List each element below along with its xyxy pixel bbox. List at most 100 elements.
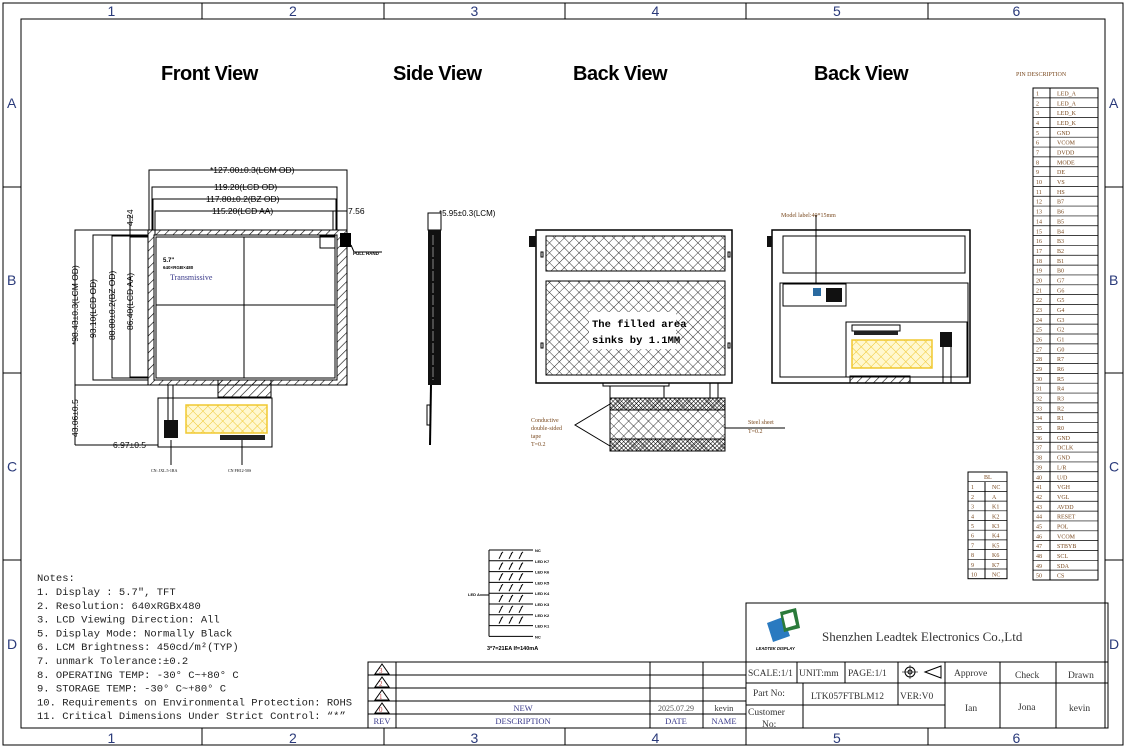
pin-signal: GND bbox=[1057, 131, 1071, 137]
pin-number: 49 bbox=[1036, 564, 1042, 570]
steel-label-2: T=0.2 bbox=[748, 429, 763, 435]
revision-triangle-icon bbox=[374, 689, 390, 701]
note-item: 5. Display Mode: Normally Black bbox=[37, 628, 232, 640]
pin-signal: G0 bbox=[1057, 347, 1064, 353]
led-output-label: LED K6 bbox=[535, 570, 550, 575]
pin-signal: CS bbox=[1057, 574, 1064, 580]
back-view-1-drawing bbox=[529, 229, 785, 452]
pin-signal: VS bbox=[1057, 180, 1065, 186]
pin-number: 20 bbox=[1036, 278, 1042, 284]
pull-hand-tab bbox=[340, 233, 351, 247]
revision-triangle-icon bbox=[374, 663, 390, 675]
led-diode-icon bbox=[498, 594, 504, 603]
dim-lcm-od-height: *98.43±0.3(LCM OD) bbox=[70, 265, 80, 345]
date-header: DATE bbox=[665, 716, 687, 726]
dim-lcd-od-width: 119.20(LCD OD) bbox=[214, 182, 277, 192]
connector-2-label: CN FH12-50S bbox=[228, 468, 251, 473]
pin-signal: G3 bbox=[1057, 318, 1064, 324]
panel-resolution: 640×RGB×480 bbox=[163, 265, 194, 270]
led-diode-icon bbox=[508, 594, 514, 603]
title-block bbox=[745, 602, 1109, 729]
drawer-name: kevin bbox=[1069, 704, 1090, 714]
pin-signal: LED_K bbox=[1057, 121, 1077, 127]
revision-triangle-icon bbox=[374, 702, 390, 714]
led-diode-icon bbox=[498, 583, 504, 592]
zone-row-label: C bbox=[7, 459, 17, 475]
notes-title: Notes: bbox=[37, 573, 75, 585]
bl-pin-signal: NC bbox=[992, 485, 1000, 491]
led-diode-icon bbox=[508, 616, 514, 624]
pin-signal: SDA bbox=[1057, 564, 1070, 570]
bl-pin-signal: K4 bbox=[992, 534, 999, 540]
pin-signal: G1 bbox=[1057, 338, 1064, 344]
zone-column-label: 3 bbox=[471, 730, 479, 746]
pin-signal: R5 bbox=[1057, 377, 1064, 383]
dim-fpc-offset: 6.97±0.5 bbox=[113, 440, 146, 450]
pin-signal: R1 bbox=[1057, 416, 1064, 422]
zone-column-label: 2 bbox=[289, 3, 297, 19]
pin-number: 28 bbox=[1036, 357, 1042, 363]
zone-row-label: C bbox=[1109, 459, 1119, 475]
note-item: 9. STORAGE TEMP: -30° C~+80° C bbox=[37, 684, 226, 696]
zone-row-label: A bbox=[1109, 95, 1119, 111]
revision-triangle-icon bbox=[374, 676, 390, 688]
approve-label: Approve bbox=[954, 669, 987, 679]
dim-lcm-od-width: *127.00±0.3(LCM OD) bbox=[210, 165, 295, 175]
zone-row-label: D bbox=[1109, 636, 1119, 652]
led-diode-icon bbox=[518, 594, 524, 603]
note-item: 11. Critical Dimensions Under Strict Con… bbox=[37, 711, 346, 723]
pin-number: 41 bbox=[1036, 485, 1042, 491]
pin-number: 9 bbox=[1036, 170, 1039, 176]
zone-column-label: 1 bbox=[108, 3, 116, 19]
pin-number: 12 bbox=[1036, 200, 1042, 206]
bl-pin-number: 8 bbox=[971, 553, 974, 559]
pin-number: 44 bbox=[1036, 515, 1042, 521]
pin-signal: RESET bbox=[1057, 515, 1076, 521]
led-diode-icon bbox=[518, 605, 524, 614]
tape-label-1: Conductive bbox=[531, 418, 559, 424]
led-diode-icon bbox=[518, 616, 524, 624]
pin-description-title: PIN DESCRIPTION bbox=[1016, 72, 1067, 78]
led-diode-icon bbox=[508, 562, 514, 570]
pin-number: 2 bbox=[1036, 101, 1039, 107]
led-diode-icon bbox=[508, 605, 514, 614]
led-diode-icon bbox=[508, 551, 514, 560]
pin-number: 50 bbox=[1036, 574, 1042, 580]
dim-lcd-aa-width: 115.20(LCD AA) bbox=[212, 206, 273, 216]
back-view-title-2: Back View bbox=[814, 63, 909, 85]
pin-number: 29 bbox=[1036, 367, 1042, 373]
pin-signal: SCL bbox=[1057, 554, 1068, 560]
customer-no-label-2: No: bbox=[762, 720, 776, 730]
revision-description: NEW bbox=[513, 703, 532, 713]
tape-label-4: T=0.2 bbox=[531, 442, 546, 448]
note-item: 7. unmark Tolerance:±0.2 bbox=[37, 656, 188, 668]
pin-number: 42 bbox=[1036, 495, 1042, 501]
pin-signal: POL bbox=[1057, 524, 1069, 530]
bl-pin-number: 2 bbox=[971, 495, 974, 501]
pin-number: 3 bbox=[1036, 111, 1039, 117]
panel-type: Transmissive bbox=[170, 273, 213, 282]
